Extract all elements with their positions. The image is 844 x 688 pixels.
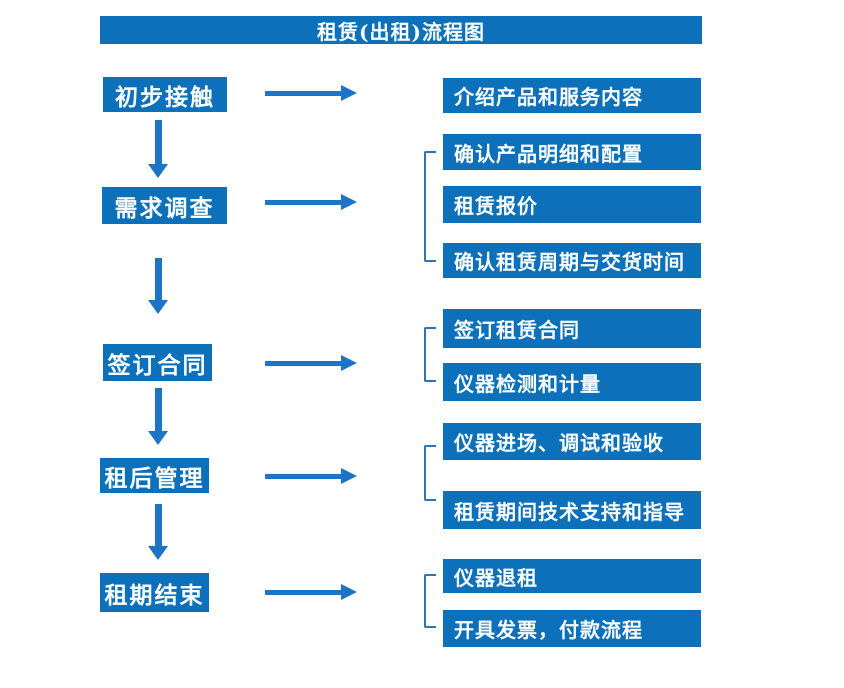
right-arrow-head <box>341 584 357 600</box>
down-arrow-shaft <box>154 120 162 164</box>
output-box-instrument-test-calibration: 仪器检测和计量 <box>443 363 701 401</box>
group-bracket-post-rental <box>424 445 436 501</box>
group-bracket-rental-end <box>424 574 436 628</box>
flowchart-title: 租赁(出租)流程图 <box>100 16 702 44</box>
output-box-instrument-setup-acceptance: 仪器进场、调试和验收 <box>443 423 701 460</box>
down-arrow-icon <box>148 258 168 314</box>
output-box-instrument-return: 仪器退租 <box>443 559 701 593</box>
right-arrow-shaft <box>265 199 341 205</box>
down-arrow-icon <box>148 504 168 560</box>
step-box-rental-end: 租期结束 <box>100 573 209 612</box>
down-arrow-head <box>148 164 168 178</box>
down-arrow-head <box>148 300 168 314</box>
right-arrow-icon <box>265 584 357 600</box>
step-box-demand-survey: 需求调查 <box>102 187 227 224</box>
right-arrow-icon <box>265 468 357 484</box>
down-arrow-shaft <box>154 504 162 546</box>
step-box-sign-contract: 签订合同 <box>103 344 212 381</box>
right-arrow-icon <box>265 85 357 101</box>
step-box-initial-contact: 初步接触 <box>103 77 227 112</box>
right-arrow-shaft <box>265 589 341 595</box>
output-box-tech-support-guidance: 租赁期间技术支持和指导 <box>443 491 701 529</box>
output-box-introduce-products: 介绍产品和服务内容 <box>443 78 701 113</box>
output-box-sign-rental-contract: 签订租赁合同 <box>443 309 701 348</box>
output-box-rental-quote: 租赁报价 <box>443 186 701 223</box>
output-box-invoice-payment: 开具发票，付款流程 <box>443 610 701 647</box>
output-box-confirm-period-delivery: 确认租赁周期与交货时间 <box>443 243 701 278</box>
right-arrow-shaft <box>265 360 341 366</box>
down-arrow-shaft <box>154 258 162 300</box>
right-arrow-icon <box>265 194 357 210</box>
step-box-post-rental-management: 租后管理 <box>100 458 209 493</box>
right-arrow-icon <box>265 355 357 371</box>
group-bracket-demand-survey <box>424 151 436 262</box>
down-arrow-shaft <box>154 388 162 431</box>
right-arrow-head <box>341 468 357 484</box>
right-arrow-head <box>341 355 357 371</box>
output-box-confirm-details-config: 确认产品明细和配置 <box>443 134 701 170</box>
down-arrow-icon <box>148 120 168 178</box>
right-arrow-head <box>341 194 357 210</box>
right-arrow-head <box>341 85 357 101</box>
down-arrow-head <box>148 431 168 445</box>
right-arrow-shaft <box>265 90 341 96</box>
down-arrow-head <box>148 546 168 560</box>
down-arrow-icon <box>148 388 168 445</box>
group-bracket-sign-contract <box>424 327 436 382</box>
right-arrow-shaft <box>265 473 341 479</box>
